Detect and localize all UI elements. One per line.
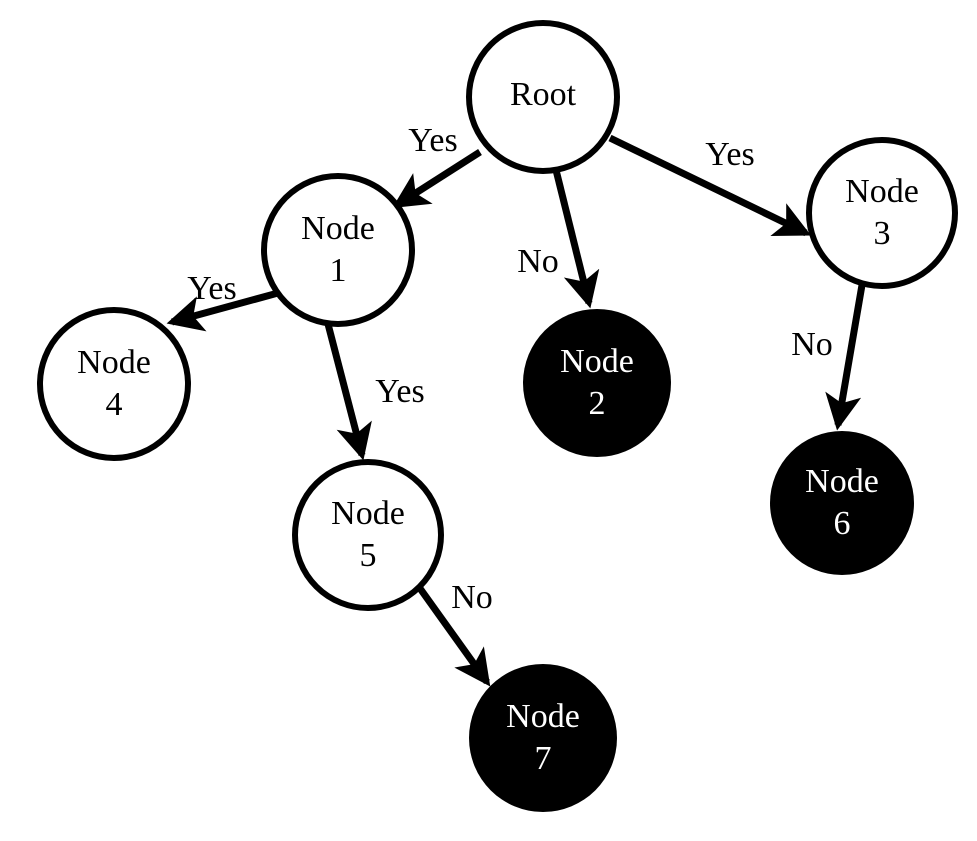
tree-node-node1[interactable]: Node 1 xyxy=(261,173,415,327)
node-label-node7-line2: 7 xyxy=(535,740,552,777)
tree-node-node2[interactable]: Node 2 xyxy=(523,309,671,457)
node-circle-node6[interactable] xyxy=(770,431,914,575)
node-label-node2-line1: Node xyxy=(560,343,634,380)
node-label-node5-line1: Node xyxy=(331,495,405,532)
node-label-node1-line2: 1 xyxy=(330,252,347,289)
edge-label-node3-to-node6: No xyxy=(791,326,833,363)
edge-label-node5-to-node7: No xyxy=(451,579,493,616)
tree-node-node3[interactable]: Node 3 xyxy=(806,137,958,289)
node-label-node6-line2: 6 xyxy=(834,505,851,542)
edge-node1-to-node4 xyxy=(166,289,279,332)
node-label-node2-line2: 2 xyxy=(589,385,606,422)
node-label-node4-line1: Node xyxy=(77,344,151,381)
node-circle-node7[interactable] xyxy=(469,664,617,812)
node-circle-node5[interactable] xyxy=(292,459,444,611)
edge-label-root-to-node1: Yes xyxy=(408,122,457,159)
edge-node5-to-node7 xyxy=(411,577,491,687)
edges-layer xyxy=(166,134,866,687)
node-circle-node2[interactable] xyxy=(523,309,671,457)
edge-label-node1-to-node4: Yes xyxy=(187,270,236,307)
node-label-node3-line2: 3 xyxy=(874,215,891,252)
edge-root-to-node3 xyxy=(608,134,812,237)
edge-node1-to-node5 xyxy=(324,323,372,461)
tree-node-node6[interactable]: Node 6 xyxy=(770,431,914,575)
tree-node-node7[interactable]: Node 7 xyxy=(469,664,617,812)
tree-node-node5[interactable]: Node 5 xyxy=(292,459,444,611)
edge-label-root-to-node2: No xyxy=(517,243,559,280)
edge-root-to-node1 xyxy=(392,149,482,209)
tree-node-root[interactable]: Root xyxy=(466,20,620,174)
node-label-root: Root xyxy=(510,76,577,113)
node-label-node7-line1: Node xyxy=(506,698,580,735)
node-label-node4-line2: 4 xyxy=(106,386,123,423)
edge-label-root-to-node3: Yes xyxy=(705,136,754,173)
node-circle-root[interactable] xyxy=(466,20,620,174)
edge-node3-to-node6 xyxy=(825,284,866,431)
node-label-node5-line2: 5 xyxy=(360,537,377,574)
edge-label-node1-to-node5: Yes xyxy=(375,373,424,410)
node-label-node3-line1: Node xyxy=(845,173,919,210)
node-circle-node3[interactable] xyxy=(806,137,958,289)
edge-root-to-node2 xyxy=(552,169,600,309)
node-label-node6-line1: Node xyxy=(805,463,879,500)
node-circle-node4[interactable] xyxy=(37,307,191,461)
node-circle-node1[interactable] xyxy=(261,173,415,327)
tree-node-node4[interactable]: Node 4 xyxy=(37,307,191,461)
node-label-node1-line1: Node xyxy=(301,210,375,247)
